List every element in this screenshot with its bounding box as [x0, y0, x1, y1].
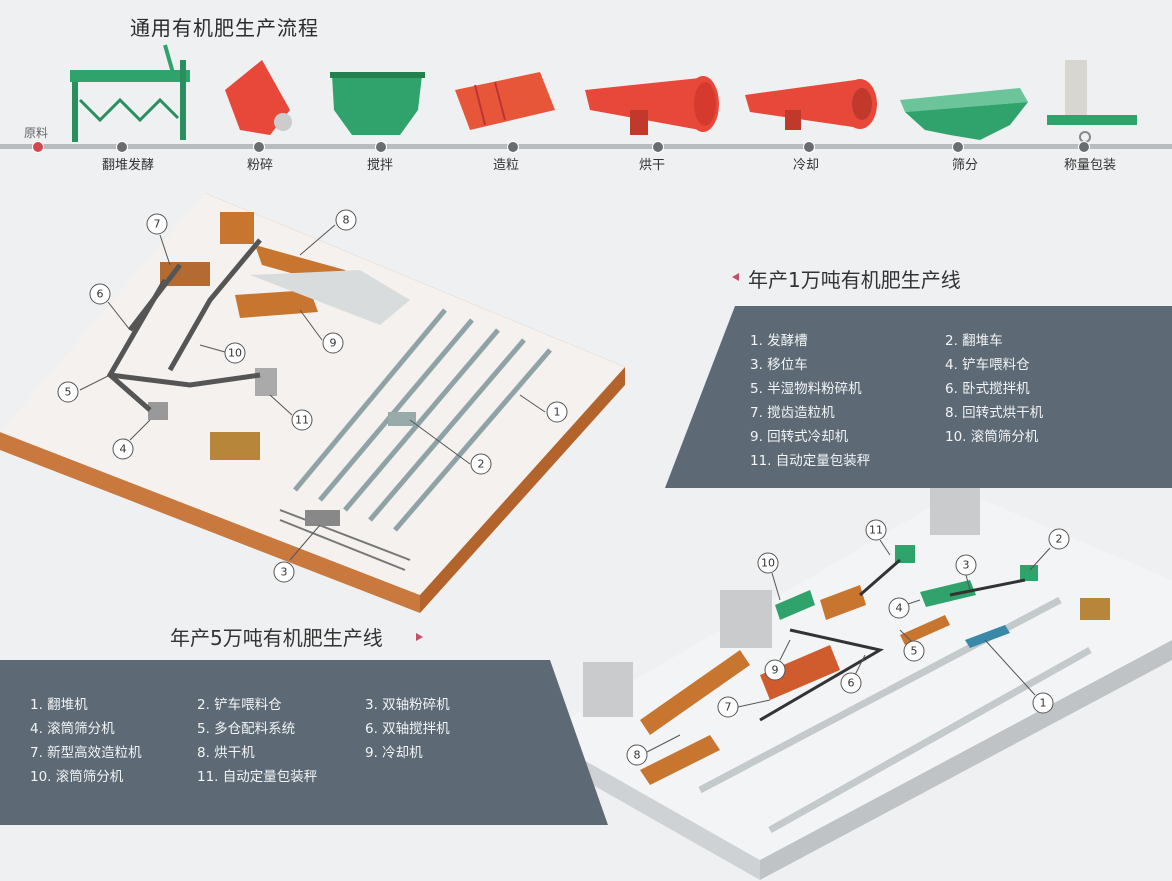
- line-1-callout: 7: [154, 218, 161, 231]
- line-1-item: 7. 搅齿造粒机: [750, 405, 835, 421]
- line-1-item: 3. 移位车: [750, 357, 808, 373]
- line-1-callout: 4: [120, 443, 127, 456]
- line-1-callout: 11: [295, 414, 309, 427]
- line-5-callout: 7: [725, 701, 732, 714]
- line-1-item: 9. 回转式冷却机: [750, 429, 849, 445]
- line-5-callout: 4: [896, 602, 903, 615]
- line-1-callout: 5: [65, 386, 72, 399]
- page-title: 通用有机肥生产流程: [130, 16, 319, 40]
- line-1-item: 2. 翻堆车: [945, 333, 1003, 349]
- granulator-icon: [455, 72, 555, 130]
- flow-step-label: 搅拌: [366, 158, 394, 173]
- process-flow-line: [0, 144, 1172, 149]
- flow-dot: [253, 141, 265, 153]
- mixer-icon: [330, 72, 425, 135]
- cooler-icon: [745, 79, 877, 130]
- flow-step-label: 称量包装: [1063, 158, 1117, 173]
- line-1-callout: 9: [330, 337, 337, 350]
- flow-dot: [375, 141, 387, 153]
- flow-dot: [803, 141, 815, 153]
- line-5-callout: 6: [848, 677, 855, 690]
- line-1-callout: 6: [97, 288, 104, 301]
- line-5-item: 5. 多仓配料系统: [197, 721, 296, 737]
- flow-step-label: 筛分: [951, 158, 979, 173]
- line-1-item: 11. 自动定量包装秤: [750, 453, 871, 469]
- line-5-item: 9. 冷却机: [365, 745, 423, 761]
- line-1-item: 5. 半湿物料粉碎机: [750, 381, 862, 397]
- line-5-item: 7. 新型高效造粒机: [30, 745, 142, 761]
- line-1-callout: 10: [228, 347, 242, 360]
- flow-dot: [116, 141, 128, 153]
- line-5-callout: 2: [1056, 533, 1063, 546]
- line-5-item: 11. 自动定量包装秤: [197, 769, 318, 785]
- crusher-icon: [225, 60, 292, 135]
- line-5-callout: 5: [911, 645, 918, 658]
- turner-machine-icon: [70, 44, 190, 142]
- pointer-triangle-icon: [732, 273, 739, 281]
- flow-dot: [507, 141, 519, 153]
- flow-dot: [1078, 141, 1090, 153]
- flow-dot: [952, 141, 964, 153]
- line-5-item: 6. 双轴搅拌机: [365, 721, 450, 737]
- line-5-item: 8. 烘干机: [197, 745, 255, 761]
- process-machine-illustrations: [70, 44, 1137, 143]
- flow-start-label: 原料: [24, 126, 49, 140]
- flow-start-dot: [32, 141, 44, 153]
- line-1-item: 1. 发酵槽: [750, 333, 808, 349]
- line-1-item: 10. 滚筒筛分机: [945, 429, 1039, 445]
- line-5-item: 2. 铲车喂料仓: [197, 697, 282, 713]
- line-1-title: 年产1万吨有机肥生产线: [748, 268, 961, 292]
- line-5-title: 年产5万吨有机肥生产线: [170, 626, 383, 650]
- line-1-callout: 8: [343, 214, 350, 227]
- screener-icon: [900, 88, 1028, 140]
- line-5-callout: 3: [963, 559, 970, 572]
- line-1-callout: 2: [478, 458, 485, 471]
- line-5-callout: 8: [634, 749, 641, 762]
- line-5-callout: 10: [761, 557, 775, 570]
- line-1-item: 6. 卧式搅拌机: [945, 381, 1030, 397]
- line-1-item: 8. 回转式烘干机: [945, 405, 1044, 421]
- flow-step-label: 造粒: [492, 158, 520, 173]
- flow-step-label: 粉碎: [246, 158, 274, 173]
- flow-step-label: 冷却: [792, 158, 820, 173]
- line-1-callout: 3: [281, 566, 288, 579]
- pointer-triangle-icon: [416, 633, 423, 641]
- flow-step-label: 烘干: [638, 158, 666, 173]
- line-1-item: 4. 铲车喂料仓: [945, 357, 1030, 373]
- dryer-icon: [585, 76, 719, 135]
- flow-dot: [652, 141, 664, 153]
- line-5-item: 3. 双轴粉碎机: [365, 697, 450, 713]
- line-5-item: 10. 滚筒筛分机: [30, 769, 124, 785]
- line-5-item: 4. 滚筒筛分机: [30, 721, 115, 737]
- line-5-item: 1. 翻堆机: [30, 697, 88, 713]
- line-5-callout: 1: [1040, 697, 1047, 710]
- flow-step-label: 翻堆发酵: [101, 158, 155, 173]
- line-5-callout: 9: [772, 664, 779, 677]
- line-5-callout: 11: [869, 524, 883, 537]
- line-1-callout: 1: [554, 406, 561, 419]
